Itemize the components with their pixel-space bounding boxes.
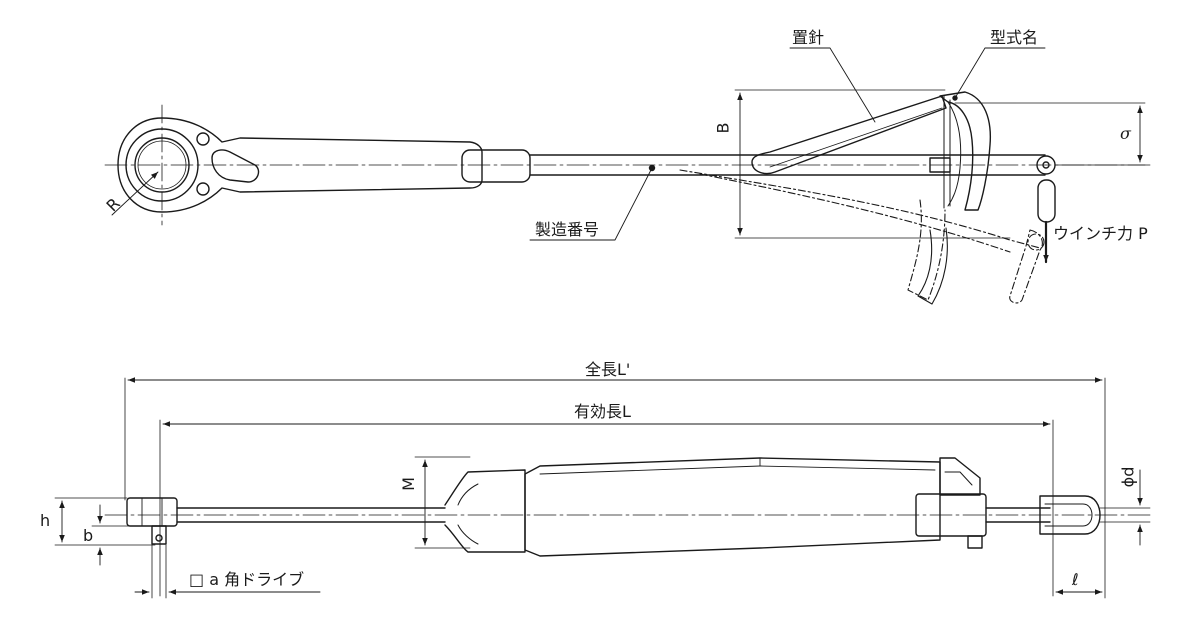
dim-b-label: b	[83, 526, 94, 545]
side-view	[54, 377, 1151, 599]
pointer-needle	[751, 95, 947, 175]
side-scale-head	[939, 457, 981, 496]
dim-B-label: B	[713, 122, 733, 134]
deflected-position	[679, 169, 1045, 304]
winch-link	[1037, 179, 1056, 223]
dim-M-label: M	[398, 477, 418, 491]
winch-force-label: ウインチ力 P	[1053, 224, 1148, 243]
side-body	[524, 457, 941, 557]
square-drive-label: □ a 角ドライブ	[189, 570, 305, 589]
pointer-label: 置針	[792, 28, 825, 47]
scale-plate	[939, 91, 992, 211]
pointer-leader	[789, 47, 876, 123]
dim-sigma-label: σ	[1120, 124, 1131, 143]
end-fitting	[1039, 495, 1101, 535]
overall-length-label: 全長L'	[585, 360, 631, 379]
top-view	[104, 47, 1151, 305]
side-head	[126, 497, 178, 527]
handle-grip	[461, 149, 531, 183]
dim-l-label: ℓ	[1072, 570, 1079, 589]
serial-leader	[529, 167, 653, 241]
side-beam	[176, 507, 446, 523]
dim-h-label: h	[40, 511, 51, 530]
model-name-leader	[954, 47, 1046, 99]
dim-R-leader	[111, 171, 159, 216]
ratchet-head	[117, 117, 483, 213]
effective-length-label: 有効長L	[574, 402, 631, 421]
square-drive	[151, 525, 167, 545]
serial-number-label: 製造番号	[535, 220, 600, 239]
dim-phid-label: ϕd	[1118, 466, 1138, 488]
model-name-label: 型式名	[990, 28, 1039, 47]
